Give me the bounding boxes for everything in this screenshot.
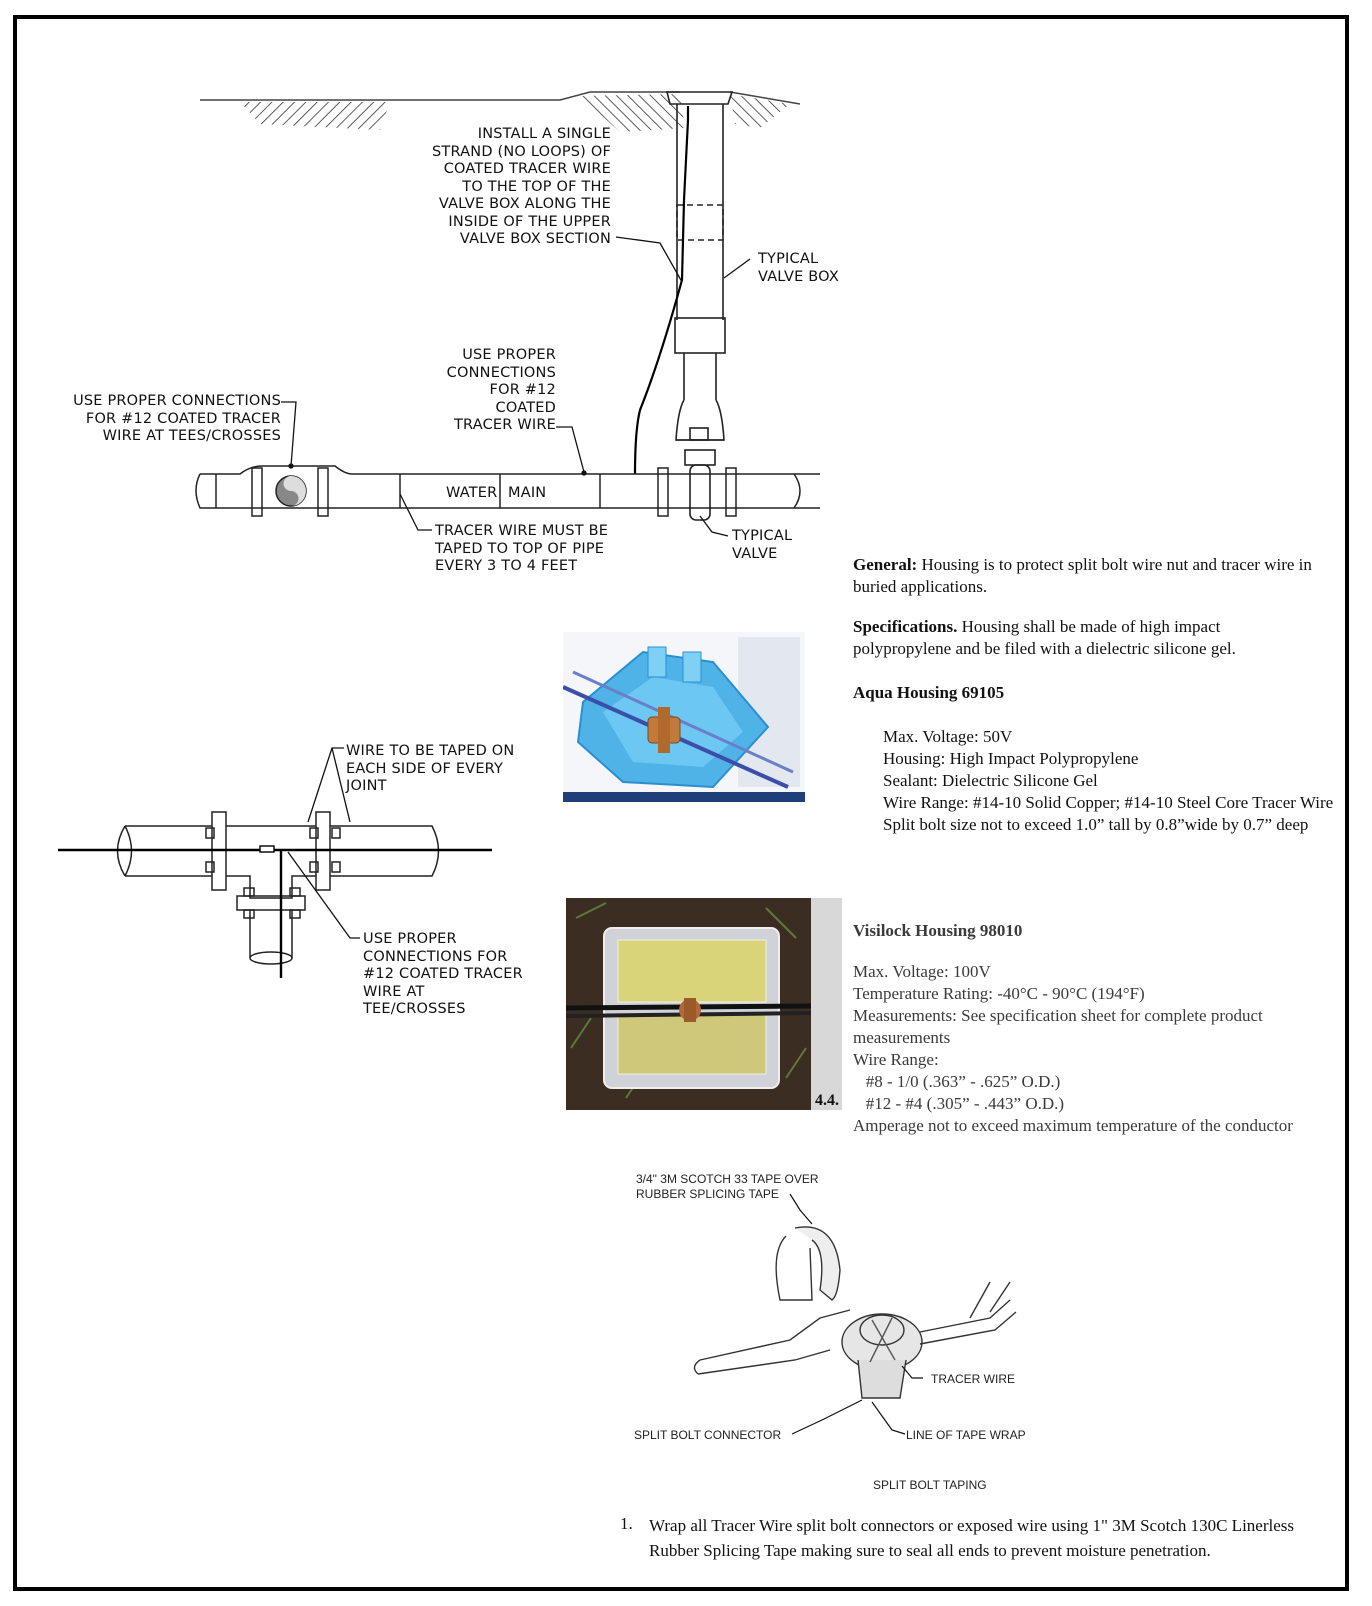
aqua-spec-item: Split bolt size not to exceed 1.0” tall … bbox=[883, 815, 1309, 834]
general-label: General: bbox=[853, 555, 918, 574]
visilock-spec-item: #8 - 1/0 (.363” - .625” O.D.) bbox=[853, 1072, 1061, 1091]
aqua-spec-item: Sealant: Dielectric Silicone Gel bbox=[883, 771, 1098, 790]
sheet-border bbox=[13, 15, 1349, 1591]
tee-valve-symbol bbox=[275, 475, 307, 507]
connections-12-note: USE PROPER CONNECTIONS FOR #12 COATED TR… bbox=[446, 347, 556, 433]
specifications-note: Specifications. Housing shall be made of… bbox=[853, 616, 1293, 660]
photo-tag: 4.4. bbox=[815, 1092, 839, 1109]
connections-tees-note: USE PROPER CONNECTIONS FOR #12 COATED TR… bbox=[73, 393, 281, 444]
visilock-housing-image bbox=[566, 898, 842, 1110]
line-of-tape-label: LINE OF TAPE WRAP bbox=[906, 1428, 1026, 1442]
water-label: WATER bbox=[446, 485, 498, 501]
connections-tee-note: USE PROPER CONNECTIONS FOR #12 COATED TR… bbox=[363, 931, 523, 1017]
visilock-spec-item: Measurements: See specification sheet fo… bbox=[853, 1006, 1263, 1047]
aqua-spec-item: Max. Voltage: 50V bbox=[883, 727, 1013, 746]
visilock-spec-item: #12 - #4 (.305” - .443” O.D.) bbox=[853, 1094, 1065, 1113]
tape-over-label: 3/4" 3M SCOTCH 33 TAPE OVER RUBBER SPLIC… bbox=[636, 1172, 819, 1201]
instruction-text: Wrap all Tracer Wire split bolt connecto… bbox=[649, 1516, 1294, 1560]
tracer-wire-label: TRACER WIRE bbox=[931, 1372, 1015, 1386]
general-text: Housing is to protect split bolt wire nu… bbox=[853, 555, 1312, 596]
visilock-spec-item: Max. Voltage: 100V bbox=[853, 962, 991, 981]
split-bolt-connector-label: SPLIT BOLT CONNECTOR bbox=[634, 1428, 782, 1442]
valve-wire-note: INSTALL A SINGLE STRAND (NO LOOPS) OF CO… bbox=[432, 126, 611, 247]
tracer-wire-riser bbox=[633, 106, 690, 475]
typical-valve-label: TYPICAL VALVE bbox=[732, 528, 793, 562]
aqua-housing-image bbox=[563, 637, 805, 802]
split-bolt-taping-illustration bbox=[693, 1226, 1017, 1399]
main-label: MAIN bbox=[508, 485, 547, 501]
taped-pipe-note: TRACER WIRE MUST BE TAPED TO TOP OF PIPE… bbox=[435, 523, 609, 574]
taped-each-side-note: WIRE TO BE TAPED ON EACH SIDE OF EVERY J… bbox=[346, 743, 515, 794]
aqua-housing-photo bbox=[563, 632, 805, 802]
instruction-number: 1. bbox=[620, 1514, 633, 1533]
aqua-spec-item: Wire Range: #14-10 Solid Copper; #14-10 … bbox=[883, 793, 1334, 812]
ground-line bbox=[200, 91, 801, 132]
water-main-pipe bbox=[195, 465, 820, 517]
aqua-housing-title: Aqua Housing 69105 bbox=[853, 683, 1005, 702]
valve-box bbox=[665, 91, 734, 521]
typical-valve-box-label: TYPICAL VALVE BOX bbox=[758, 251, 839, 285]
specifications-label: Specifications. bbox=[853, 617, 958, 636]
specifications-text: Housing shall be made of high impact pol… bbox=[853, 617, 1236, 658]
visilock-spec-list: Max. Voltage: 100V Temperature Rating: -… bbox=[853, 961, 1355, 1137]
visilock-spec-item: Wire Range: bbox=[853, 1050, 939, 1069]
visilock-housing-title: Visilock Housing 98010 bbox=[853, 921, 1023, 940]
visilock-spec-item: Temperature Rating: -40°C - 90°C (194°F) bbox=[853, 984, 1145, 1003]
split-bolt-taping-caption: SPLIT BOLT TAPING bbox=[873, 1478, 987, 1492]
tee-tracer-wire bbox=[58, 845, 492, 978]
visilock-housing-photo bbox=[566, 898, 842, 1110]
general-note: General: Housing is to protect split bol… bbox=[853, 554, 1355, 598]
detail1-leaders bbox=[281, 236, 751, 537]
aqua-spec-list: Max. Voltage: 50V Housing: High Impact P… bbox=[883, 726, 1355, 836]
detail2-leaders bbox=[287, 747, 360, 939]
taping-leaders bbox=[789, 1193, 923, 1435]
visilock-spec-item: Amperage not to exceed maximum temperatu… bbox=[853, 1116, 1293, 1135]
aqua-spec-item: Housing: High Impact Polypropylene bbox=[883, 749, 1139, 768]
